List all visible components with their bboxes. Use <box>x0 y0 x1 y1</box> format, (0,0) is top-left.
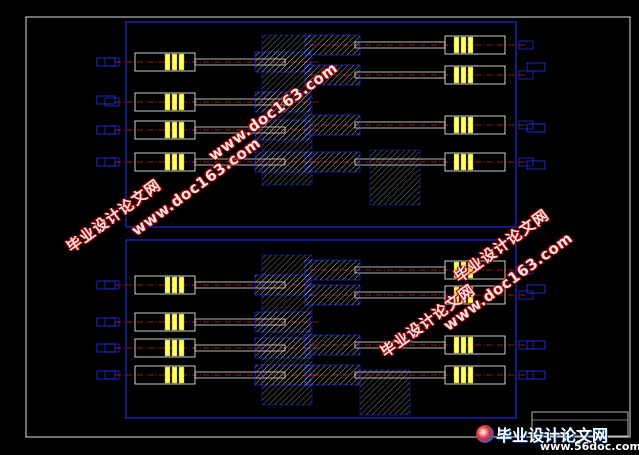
bearing-lower-left-3-2 <box>178 366 185 384</box>
tag-box-lower-right-3 <box>518 370 534 380</box>
right-marker-1 <box>526 123 546 133</box>
bearing-lower-right-1-0 <box>467 286 474 304</box>
hatched-part-lower-right-2 <box>304 334 361 356</box>
hatched-part-lower-right-3 <box>304 364 361 386</box>
left-marker-1 <box>96 95 116 105</box>
right-marker-3 <box>526 284 546 294</box>
bearing-lower-left-0-2 <box>178 276 185 294</box>
bearing-upper-right-2-2 <box>453 116 460 134</box>
bearing-upper-right-2-1 <box>460 116 467 134</box>
hatched-part-lower-right-0 <box>304 259 361 281</box>
bearing-lower-left-1-2 <box>178 313 185 331</box>
right-marker-4 <box>526 340 546 350</box>
lower-right-body <box>359 369 411 416</box>
globe-logo-icon <box>476 425 494 443</box>
left-marker-2 <box>96 125 116 135</box>
bearing-lower-left-2-1 <box>171 339 178 357</box>
tag-box-lower-right-2 <box>518 340 534 350</box>
title-block <box>531 411 629 437</box>
bearing-upper-left-1-0 <box>164 93 171 111</box>
tag-box-upper-right-3 <box>518 157 534 167</box>
lower-assembly-outline <box>125 239 517 419</box>
bearing-upper-left-2-2 <box>178 121 185 139</box>
lower-center-body <box>261 254 313 406</box>
bearing-upper-left-3-2 <box>178 153 185 171</box>
tag-box-upper-right-1 <box>518 70 534 80</box>
bearing-lower-right-0-0 <box>467 261 474 279</box>
bearing-upper-left-0-1 <box>171 53 178 71</box>
left-marker-0 <box>96 57 116 67</box>
bearing-lower-right-3-2 <box>453 366 460 384</box>
bearing-upper-right-0-1 <box>460 36 467 54</box>
bearing-lower-right-1-1 <box>460 286 467 304</box>
bearing-lower-left-1-0 <box>164 313 171 331</box>
tag-box-upper-right-2 <box>518 120 534 130</box>
bearing-upper-right-0-2 <box>453 36 460 54</box>
upper-assembly-outline <box>125 21 517 228</box>
bearing-lower-left-1-1 <box>171 313 178 331</box>
upper-center-body <box>261 34 313 186</box>
left-marker-7 <box>96 370 116 380</box>
bearing-upper-right-2-0 <box>467 116 474 134</box>
bearing-lower-right-3-1 <box>460 366 467 384</box>
hatched-part-upper-right-2 <box>304 114 361 136</box>
bearing-lower-right-2-0 <box>467 336 474 354</box>
hatched-part-upper-right-3 <box>304 151 361 173</box>
bearing-lower-right-2-2 <box>453 336 460 354</box>
tag-box-upper-left-1 <box>104 97 120 107</box>
bearing-upper-right-0-0 <box>467 36 474 54</box>
bearing-upper-left-3-1 <box>171 153 178 171</box>
bearing-lower-right-0-1 <box>460 261 467 279</box>
hatched-part-lower-right-1 <box>304 284 361 306</box>
bearing-upper-left-2-1 <box>171 121 178 139</box>
bearing-upper-left-1-1 <box>171 93 178 111</box>
right-marker-2 <box>526 160 546 170</box>
right-marker-5 <box>526 370 546 380</box>
left-marker-3 <box>96 157 116 167</box>
bearing-lower-right-2-1 <box>460 336 467 354</box>
tag-box-upper-right-0 <box>518 40 534 50</box>
bearing-upper-left-0-2 <box>178 53 185 71</box>
bearing-upper-right-1-0 <box>467 66 474 84</box>
bearing-upper-left-1-2 <box>178 93 185 111</box>
hatched-part-upper-right-0 <box>304 34 361 56</box>
bearing-upper-left-2-0 <box>164 121 171 139</box>
bearing-lower-left-3-1 <box>171 366 178 384</box>
bearing-upper-right-3-1 <box>460 153 467 171</box>
left-marker-4 <box>96 280 116 290</box>
bearing-lower-left-3-0 <box>164 366 171 384</box>
bearing-lower-right-1-2 <box>453 286 460 304</box>
bearing-upper-left-0-0 <box>164 53 171 71</box>
bearing-upper-right-1-1 <box>460 66 467 84</box>
bearing-upper-right-3-0 <box>467 153 474 171</box>
left-marker-5 <box>96 317 116 327</box>
bearing-upper-left-3-0 <box>164 153 171 171</box>
left-marker-6 <box>96 343 116 353</box>
bearing-upper-right-1-2 <box>453 66 460 84</box>
tag-box-lower-right-1 <box>518 290 534 300</box>
upper-right-body <box>369 149 421 206</box>
bearing-lower-left-2-0 <box>164 339 171 357</box>
bearing-lower-left-2-2 <box>178 339 185 357</box>
bearing-upper-right-3-2 <box>453 153 460 171</box>
bearing-lower-left-0-1 <box>171 276 178 294</box>
bearing-lower-right-3-0 <box>467 366 474 384</box>
footer-site-name: 毕业设计论文网 <box>496 426 609 445</box>
drawing-frame <box>25 16 631 438</box>
tag-box-lower-right-0 <box>518 265 534 275</box>
bearing-lower-left-0-0 <box>164 276 171 294</box>
bearing-lower-right-0-2 <box>453 261 460 279</box>
footer-site-url: www.56doc.com <box>540 440 639 453</box>
right-marker-0 <box>526 62 546 72</box>
